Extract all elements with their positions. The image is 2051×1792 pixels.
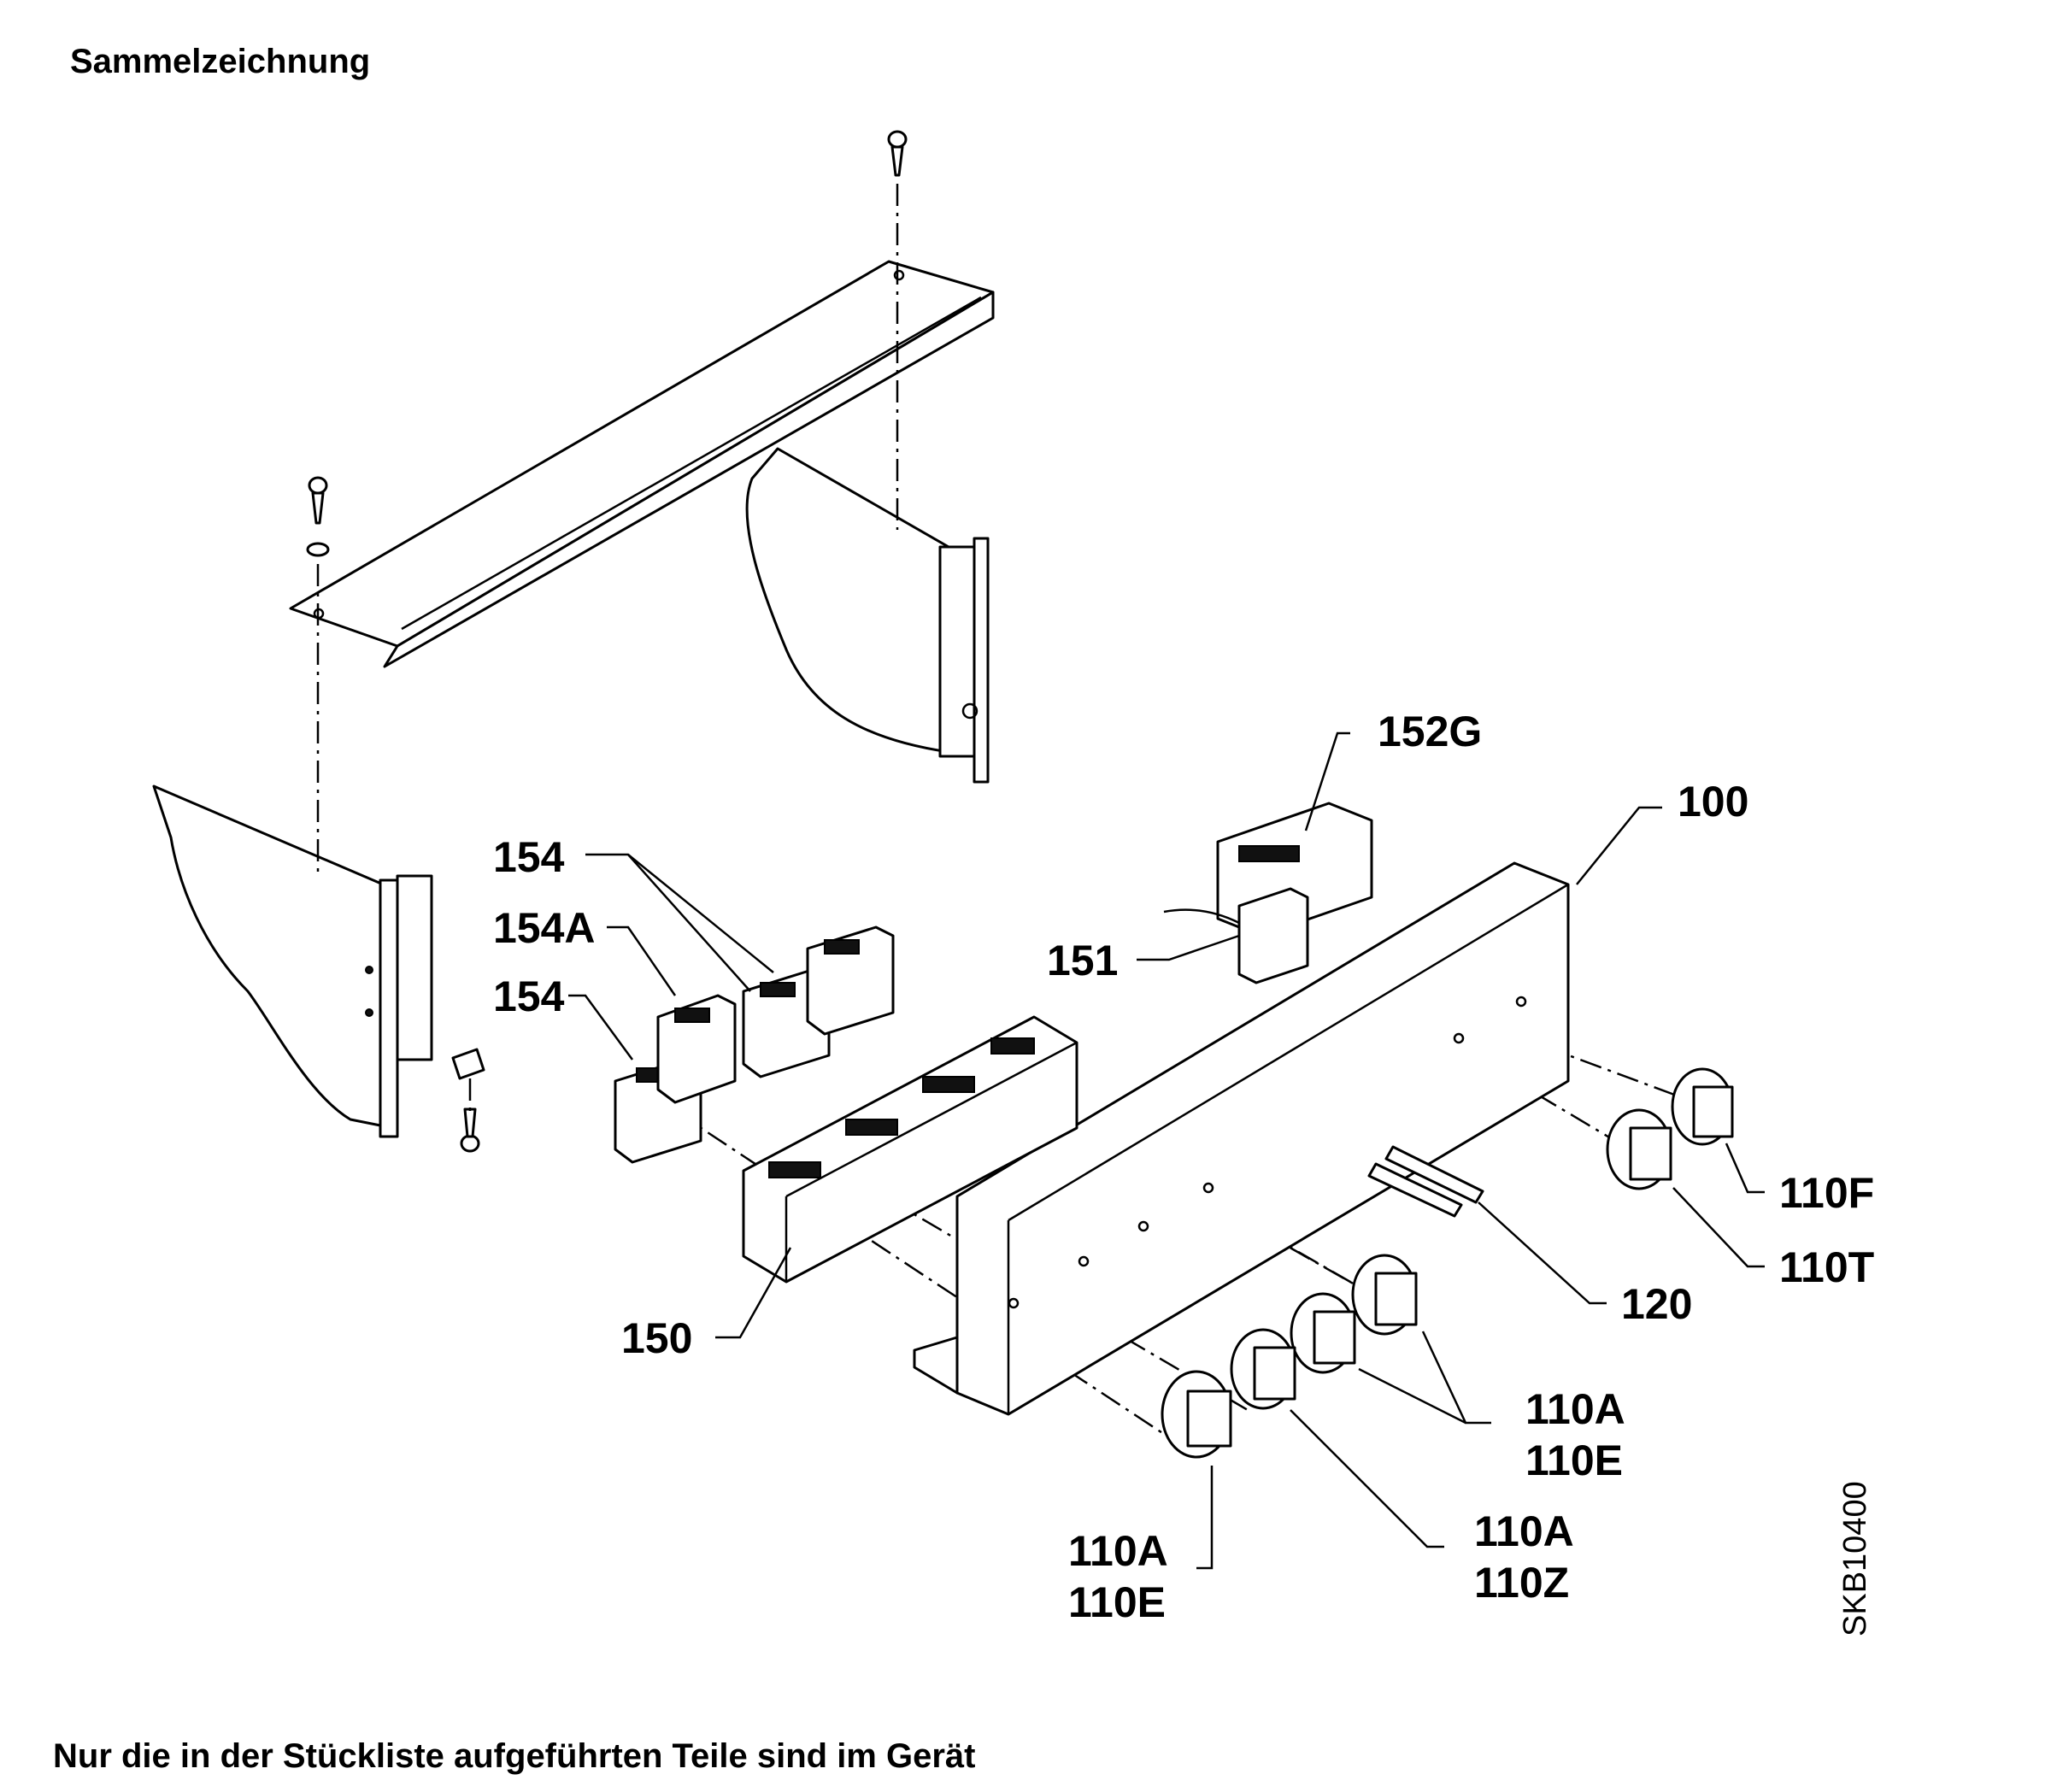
label-154-top: 154 (493, 833, 565, 881)
part-number-labels: 152G 100 154 154A 154 151 150 110F 110T … (493, 708, 1874, 1626)
control-knob-110A-110Z (1230, 1328, 1296, 1410)
label-110Z: 110Z (1474, 1559, 1569, 1607)
switch-unit-151 (1163, 887, 1309, 984)
pin-parts-120 (1367, 1145, 1484, 1218)
label-110F: 110F (1779, 1169, 1874, 1217)
label-151: 151 (1047, 937, 1118, 984)
control-knob-110F (1671, 1067, 1734, 1146)
drawing-number: SKB10400 (1837, 1481, 1873, 1636)
leader-lines (568, 731, 1765, 1570)
label-100: 100 (1678, 778, 1748, 825)
footer-note: Nur die in der Stückliste aufgeführten T… (53, 1737, 976, 1775)
left-side-panel (152, 784, 433, 1138)
label-154-bottom: 154 (493, 972, 565, 1020)
control-knob-110A-110E-right (1351, 1254, 1418, 1336)
label-150: 150 (621, 1314, 692, 1362)
top-cover-rail (289, 260, 995, 668)
control-knob-110A-110E-left (1161, 1370, 1232, 1459)
label-110T: 110T (1779, 1243, 1874, 1291)
label-110E-right: 110E (1525, 1437, 1623, 1484)
label-110A-left: 110A (1068, 1527, 1168, 1575)
control-knob-110A-110E-center (1290, 1292, 1356, 1374)
page-title: Sammelzeichnung (70, 43, 371, 80)
label-110A-center: 110A (1474, 1507, 1574, 1555)
switch-bank-150 (742, 1015, 1078, 1284)
front-control-panel (913, 861, 1570, 1416)
control-knob-110T (1606, 1108, 1672, 1190)
label-110E-left: 110E (1068, 1578, 1166, 1626)
label-110A-right: 110A (1525, 1385, 1625, 1433)
label-154A: 154A (493, 904, 596, 952)
control-box-group-154 (614, 925, 895, 1164)
label-120: 120 (1621, 1280, 1692, 1328)
right-side-panel (745, 447, 990, 784)
label-152G: 152G (1378, 708, 1482, 755)
